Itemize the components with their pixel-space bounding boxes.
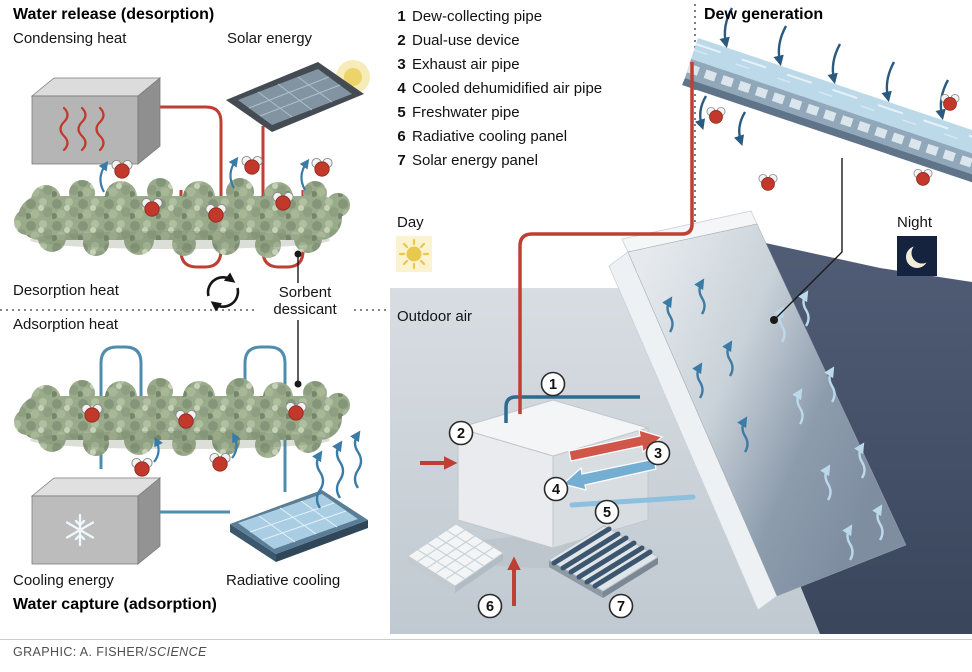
- radiative-cooling-illustration: [230, 490, 368, 562]
- credit-divider: [0, 639, 972, 640]
- title-water-capture: Water capture (adsorption): [13, 596, 217, 613]
- label-sorbent-dessicant: Sorbent dessicant: [257, 283, 353, 319]
- legend-number: 6: [397, 127, 406, 145]
- panel-vapor-arrows: [662, 278, 884, 561]
- label-night: Night: [897, 214, 933, 231]
- day-sun-icon: [396, 236, 432, 272]
- cycle-arrows-icon: [206, 272, 240, 312]
- title-dew-generation: Dew generation: [704, 6, 824, 23]
- legend-item-5: 5 Freshwater pipe: [397, 101, 602, 125]
- marker-4: 4: [543, 476, 569, 502]
- legend-label: Solar energy panel: [412, 151, 538, 169]
- sorbent-leader-lines: [294, 250, 302, 388]
- legend-item-7: 7 Solar energy panel: [397, 148, 602, 172]
- legend-label: Radiative cooling panel: [412, 127, 568, 145]
- sun-icon: [344, 68, 362, 86]
- marker-5: 5: [594, 499, 620, 525]
- legend-item-4: 4 Cooled dehumidified air pipe: [397, 77, 602, 101]
- credit-line: GRAPHIC: A. FISHER/SCIENCE: [13, 645, 207, 659]
- marker-3: 3: [645, 440, 671, 466]
- legend-number: 5: [397, 104, 406, 121]
- legend-item-6: 6 Radiative cooling panel: [397, 124, 602, 148]
- marker-1: 1: [540, 371, 566, 397]
- condensing-air-arrows: [694, 7, 950, 147]
- svg-text:3: 3: [654, 446, 662, 462]
- label-radiative-cooling: Radiative cooling: [226, 572, 341, 589]
- night-moon-icon: [897, 236, 937, 276]
- snowflake-icon: [65, 513, 95, 547]
- legend-label: Freshwater pipe: [412, 104, 520, 121]
- svg-text:4: 4: [552, 482, 560, 498]
- label-adsorption-heat: Adsorption heat: [13, 316, 119, 333]
- dew-collecting-pipe: [504, 395, 640, 423]
- adsorption-capture-arrows: [153, 432, 241, 463]
- heat-waves-icon: [59, 106, 105, 152]
- solar-panel-illustration: [226, 60, 370, 132]
- legend-label: Dew-collecting pipe: [412, 8, 543, 26]
- svg-text:7: 7: [617, 599, 625, 615]
- svg-text:2: 2: [457, 426, 465, 442]
- legend-number: 7: [397, 151, 406, 169]
- svg-text:5: 5: [603, 505, 611, 521]
- dew-panel: [608, 210, 907, 611]
- freshwater-pipe: [569, 494, 696, 508]
- label-sorbent-line2: dessicant: [273, 301, 337, 318]
- desorption-pipes: [148, 105, 305, 269]
- credit-prefix: GRAPHIC: A. FISHER/: [13, 645, 149, 659]
- solar-floor-panel: [548, 525, 659, 598]
- legend-number: 1: [397, 8, 406, 26]
- marker-2: 2: [448, 420, 474, 446]
- label-outdoor-air: Outdoor air: [397, 308, 473, 325]
- label-solar-energy: Solar energy: [227, 30, 313, 47]
- legend-item-1: 1 Dew-collecting pipe: [397, 5, 602, 29]
- legend-number: 2: [397, 32, 406, 50]
- marker-7: 7: [608, 593, 634, 619]
- credit-source: SCIENCE: [148, 645, 207, 659]
- desorption-release-arrows: [98, 156, 310, 193]
- legend-item-2: 2 Dual-use device: [397, 29, 602, 53]
- cooling-wave-arrows: [312, 430, 363, 509]
- marker-6: 6: [477, 593, 503, 619]
- legend-number: 4: [397, 80, 406, 98]
- radiative-cooling-floor-panel: [407, 523, 504, 593]
- dual-use-device: [456, 399, 650, 549]
- legend-label: Cooled dehumidified air pipe: [412, 80, 603, 98]
- panel-leader-line: [770, 158, 843, 324]
- svg-text:6: 6: [486, 599, 494, 615]
- legend-number: 3: [397, 56, 406, 74]
- title-water-release: Water release (desorption): [13, 6, 215, 23]
- hot-air-pipe: [518, 62, 694, 414]
- cooling-energy-box: [30, 477, 162, 565]
- legend-label: Exhaust air pipe: [412, 56, 520, 74]
- numbered-markers: 1 2 3 4 5 6 7: [448, 371, 671, 619]
- label-condensing-heat: Condensing heat: [13, 30, 127, 47]
- label-cooling-energy: Cooling energy: [13, 572, 114, 589]
- legend-label: Dual-use device: [412, 32, 520, 50]
- legend-item-3: 3 Exhaust air pipe: [397, 53, 602, 77]
- svg-text:1: 1: [549, 377, 557, 393]
- label-desorption-heat: Desorption heat: [13, 282, 119, 299]
- cooled-air-arrow: [561, 458, 657, 491]
- dew-generation-cross-section: [682, 7, 972, 191]
- label-day: Day: [397, 214, 424, 231]
- label-sorbent-line1: Sorbent: [278, 284, 332, 301]
- condensing-heat-box: [30, 77, 162, 165]
